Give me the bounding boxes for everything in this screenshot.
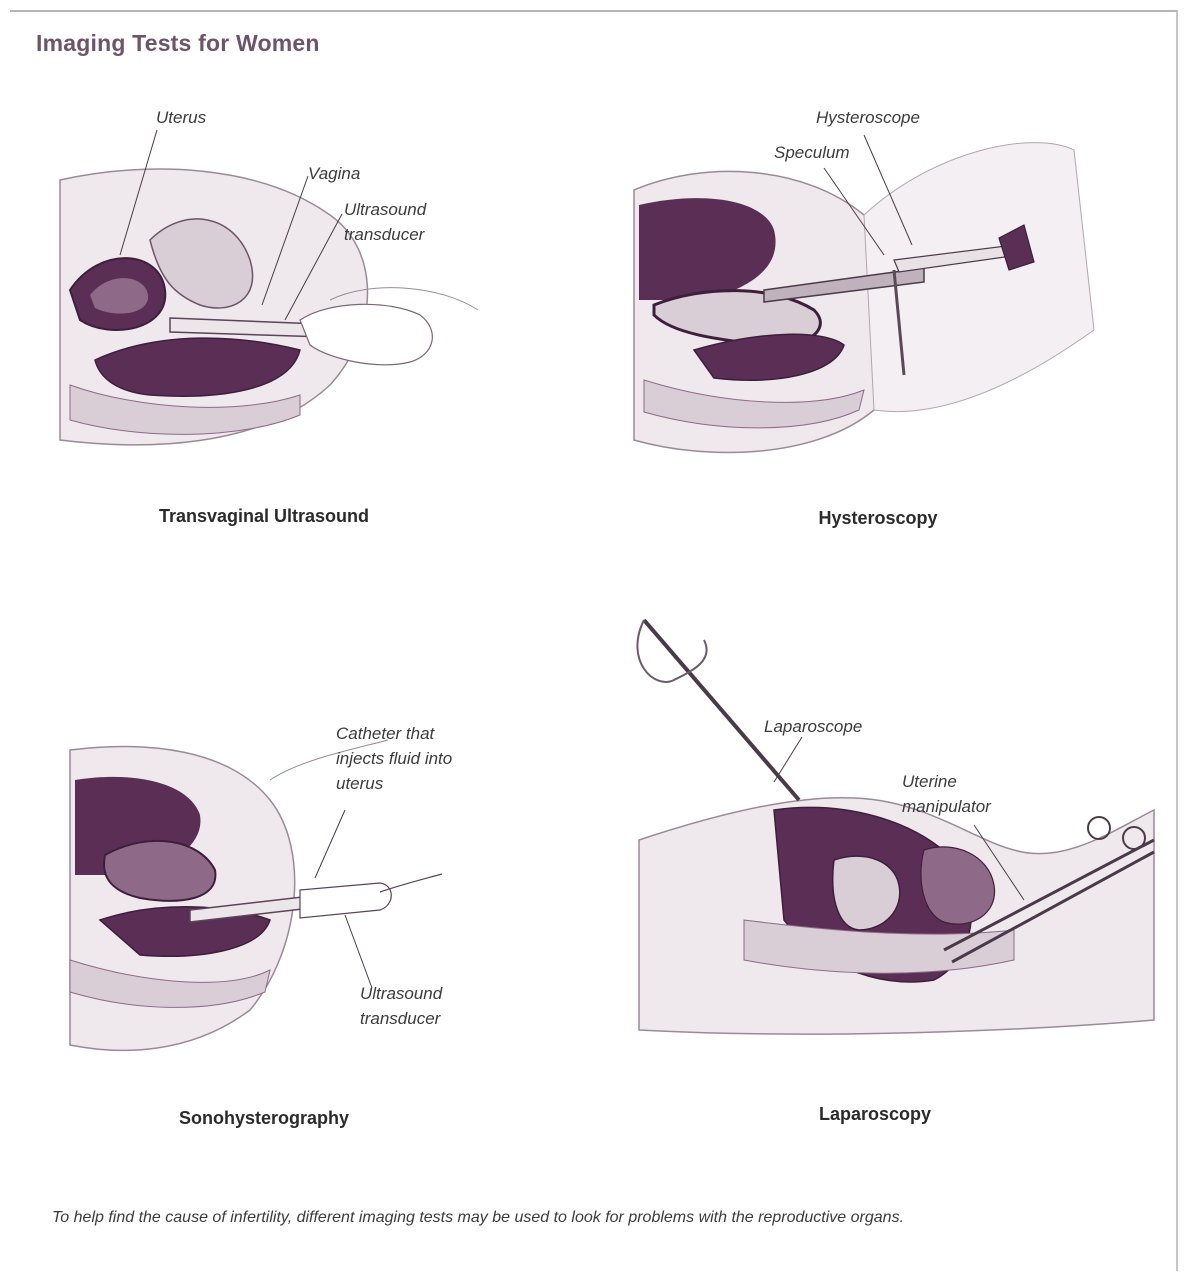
label-ultrasound-transducer: Ultrasound transducer bbox=[344, 197, 426, 247]
label-ultrasound-transducer-sono: Ultrasound transducer bbox=[360, 981, 442, 1031]
label-uterus: Uterus bbox=[156, 105, 206, 130]
label-catheter: Catheter that injects fluid into uterus bbox=[336, 721, 452, 796]
transvaginal-ultrasound-illustration bbox=[0, 0, 594, 560]
panel-laparoscopy: Laparoscope Uterine manipulator Laparosc… bbox=[594, 600, 1188, 1160]
caption-transvaginal-ultrasound: Transvaginal Ultrasound bbox=[104, 506, 424, 527]
panel-hysteroscopy: Hysteroscope Speculum Hysteroscopy bbox=[594, 0, 1188, 560]
label-vagina: Vagina bbox=[308, 161, 360, 186]
laparoscopy-illustration bbox=[594, 600, 1188, 1160]
label-speculum: Speculum bbox=[774, 140, 850, 165]
caption-hysteroscopy: Hysteroscopy bbox=[728, 508, 1028, 529]
hysteroscopy-illustration bbox=[594, 0, 1188, 560]
panel-transvaginal-ultrasound: Uterus Vagina Ultrasound transducer Tran… bbox=[0, 0, 594, 560]
label-uterine-manipulator: Uterine manipulator bbox=[902, 769, 991, 819]
footer-note: To help find the cause of infertility, d… bbox=[52, 1209, 904, 1227]
label-hysteroscope: Hysteroscope bbox=[816, 105, 920, 130]
panel-sonohysterography: Catheter that injects fluid into uterus … bbox=[0, 600, 594, 1160]
sonohysterography-illustration bbox=[0, 600, 594, 1160]
caption-sonohysterography: Sonohysterography bbox=[114, 1108, 414, 1129]
caption-laparoscopy: Laparoscopy bbox=[725, 1104, 1025, 1125]
label-laparoscope: Laparoscope bbox=[764, 714, 862, 739]
